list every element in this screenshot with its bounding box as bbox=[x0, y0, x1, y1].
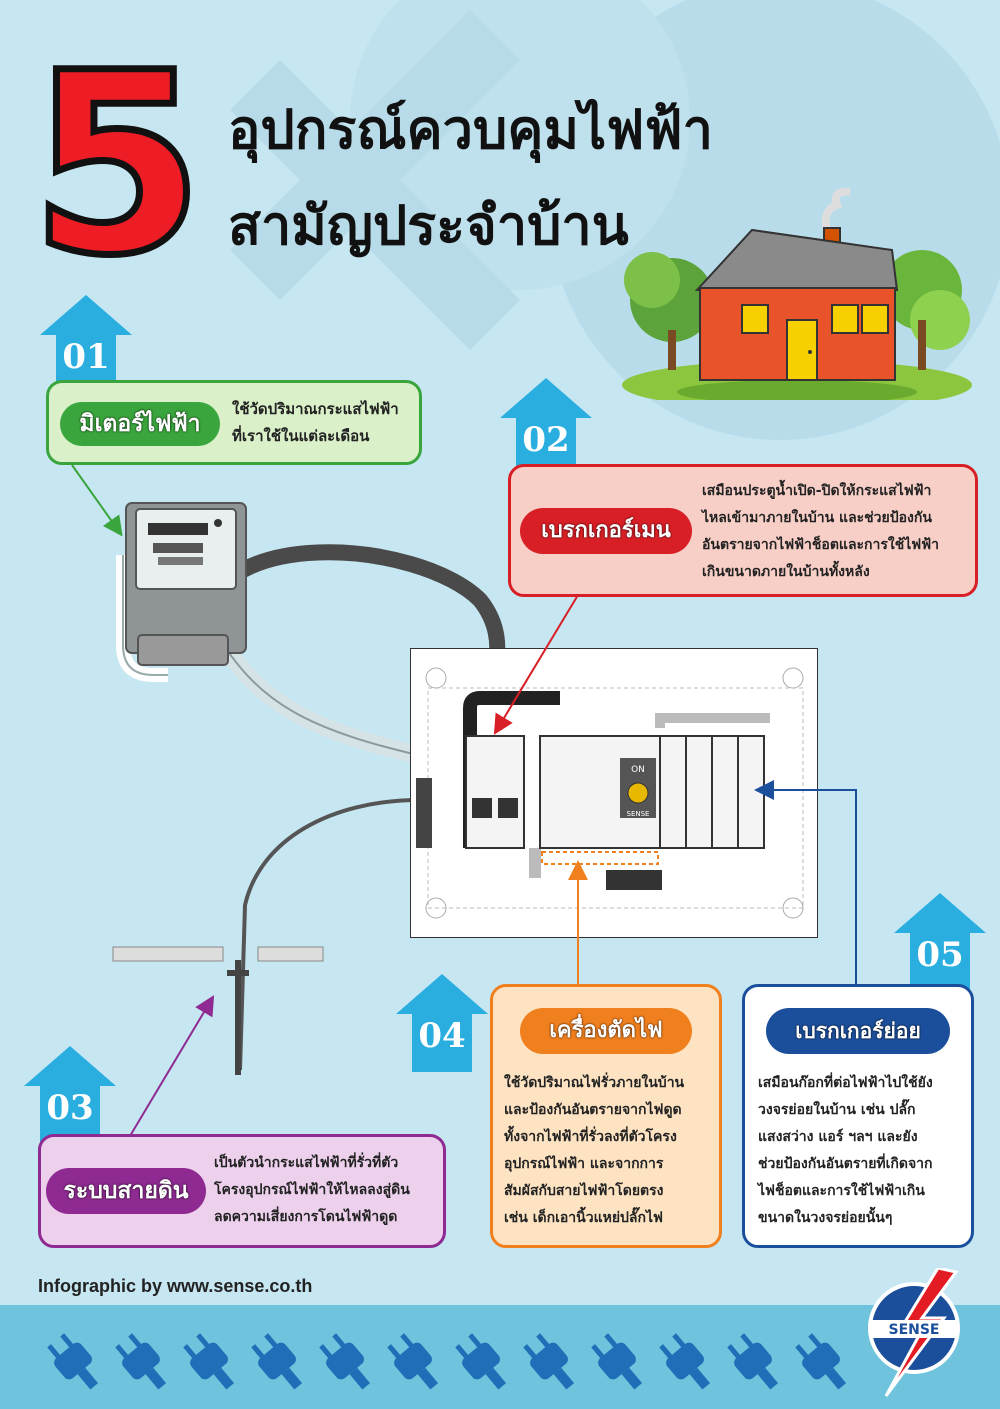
credit-text: Infographic by www.sense.co.th bbox=[38, 1276, 313, 1296]
meter-title: มิเตอร์ไฟฟ้า bbox=[60, 402, 220, 446]
logo-text: SENSE bbox=[888, 1322, 939, 1338]
badge-04-number: 04 bbox=[418, 1016, 466, 1056]
sub-breaker-line-2: วงจรย่อยในบ้าน เช่น ปลั๊ก bbox=[758, 1102, 916, 1118]
grounding-line-3: ลดความเสี่ยงการโดนไฟฟ้าดูด bbox=[214, 1209, 398, 1225]
arrow-up-icon bbox=[396, 974, 488, 1072]
title-number: 5 bbox=[27, 19, 208, 310]
grounding-line-1: เป็นตัวนำกระแสไฟฟ้าที่รั่วที่ตัว bbox=[214, 1155, 399, 1171]
panel-on-label: ON bbox=[631, 765, 645, 775]
badge-02: 02 bbox=[500, 378, 592, 476]
meter-description: ใช้วัดปริมาณกระแสไฟฟ้า ที่เราใช้ในแต่ละเ… bbox=[232, 396, 399, 450]
plug-icon bbox=[319, 1333, 371, 1390]
badge-01: 01 bbox=[40, 295, 132, 393]
plug-icon bbox=[183, 1333, 235, 1390]
plug-icon bbox=[455, 1333, 507, 1390]
badge-03-number: 03 bbox=[46, 1088, 94, 1128]
meter-box bbox=[46, 380, 422, 465]
main-breaker-box bbox=[508, 464, 978, 597]
main-breaker-description: เสมือนประตูน้ำเปิด-ปิดให้กระแสไฟฟ้า ไหลเ… bbox=[702, 478, 939, 586]
plug-icon bbox=[115, 1333, 167, 1390]
badge-05: 05 bbox=[894, 893, 986, 991]
arrow-up-icon bbox=[894, 893, 986, 991]
rcd-line-1: ใช้วัดปริมาณไฟรั่วภายในบ้าน bbox=[504, 1075, 685, 1091]
grounding-line-2: โครงอุปกรณ์ไฟฟ้าให้ไหลลงสู่ดิน bbox=[214, 1182, 410, 1198]
arrow-up-icon bbox=[500, 378, 592, 476]
sub-breaker-title: เบรกเกอร์ย่อย bbox=[766, 1008, 950, 1054]
rcd-description: ใช้วัดปริมาณไฟรั่วภายในบ้าน และป้องกันอั… bbox=[504, 1070, 684, 1232]
plug-icon bbox=[795, 1333, 847, 1390]
sub-breaker-line-5: ไฟช็อตและการใช้ไฟฟ้าเกิน bbox=[758, 1183, 925, 1199]
rcd-line-6: เช่น เด็กเอานิ้วแหย่ปลั๊กไฟ bbox=[504, 1210, 663, 1226]
sub-breaker-line-3: แสงสว่าง แอร์ ฯลฯ และยัง bbox=[758, 1129, 918, 1145]
distribution-panel: ON SENSE bbox=[410, 648, 818, 938]
sub-breaker-line-6: ขนาดในวงจรย่อยนั้นๆ bbox=[758, 1210, 893, 1226]
rcd-line-2: และป้องกันอันตรายจากไฟดูด bbox=[504, 1102, 682, 1118]
badge-02-number: 02 bbox=[522, 420, 570, 460]
main-breaker-line-1: เสมือนประตูน้ำเปิด-ปิดให้กระแสไฟฟ้า bbox=[702, 483, 932, 499]
meter-line-2: ที่เราใช้ในแต่ละเดือน bbox=[232, 427, 370, 445]
arrow-up-icon bbox=[40, 295, 132, 393]
plug-icon bbox=[251, 1333, 303, 1390]
plug-icon bbox=[727, 1333, 779, 1390]
rcd-line-3: ทั้งจากไฟฟ้าที่รั่วลงที่ตัวโครง bbox=[504, 1129, 677, 1145]
grounding-description: เป็นตัวนำกระแสไฟฟ้าที่รั่วที่ตัว โครงอุป… bbox=[214, 1150, 410, 1231]
title-line-2: สามัญประจำบ้าน bbox=[228, 194, 629, 257]
rcd-line-4: อุปกรณ์ไฟฟ้า และจากการ bbox=[504, 1156, 664, 1172]
rcd-line-5: สัมผัสกับสายไฟฟ้าโดยตรง bbox=[504, 1183, 664, 1199]
plug-icon bbox=[387, 1333, 439, 1390]
house-illustration bbox=[622, 187, 972, 400]
badge-04: 04 bbox=[396, 974, 488, 1072]
main-breaker-line-4: เกินขนาดภายในบ้านทั้งหลัง bbox=[702, 564, 870, 580]
rcd-title: เครื่องตัดไฟ bbox=[520, 1008, 692, 1054]
sub-breaker-line-4: ช่วยป้องกันอันตรายที่เกิดจาก bbox=[758, 1156, 933, 1172]
main-breaker-title: เบรกเกอร์เมน bbox=[520, 508, 692, 554]
arrow-up-icon bbox=[24, 1046, 116, 1144]
grounding-title: ระบบสายดิน bbox=[46, 1168, 206, 1214]
plug-icon bbox=[523, 1333, 575, 1390]
title-line-1: อุปกรณ์ควบคุมไฟฟ้า bbox=[228, 98, 713, 161]
badge-05-number: 05 bbox=[916, 935, 964, 975]
plug-icon bbox=[47, 1333, 99, 1390]
badge-03: 03 bbox=[24, 1046, 116, 1144]
electric-meter bbox=[116, 502, 247, 682]
sense-logo: SENSE bbox=[868, 1268, 960, 1397]
sub-breaker-description: เสมือนก๊อกที่ต่อไฟฟ้าไปใช้ยัง วงจรย่อยใน… bbox=[758, 1070, 933, 1232]
panel-brand-label: SENSE bbox=[627, 810, 650, 818]
main-breaker-line-3: อันตรายจากไฟฟ้าช็อตและการใช้ไฟฟ้า bbox=[702, 537, 939, 553]
plug-icon bbox=[659, 1333, 711, 1390]
meter-line-1: ใช้วัดปริมาณกระแสไฟฟ้า bbox=[232, 400, 399, 418]
plug-icon bbox=[591, 1333, 643, 1390]
sub-breaker-line-1: เสมือนก๊อกที่ต่อไฟฟ้าไปใช้ยัง bbox=[758, 1075, 933, 1091]
main-breaker-line-2: ไหลเข้ามาภายในบ้าน และช่วยป้องกัน bbox=[702, 510, 932, 526]
badge-01-number: 01 bbox=[62, 337, 110, 377]
